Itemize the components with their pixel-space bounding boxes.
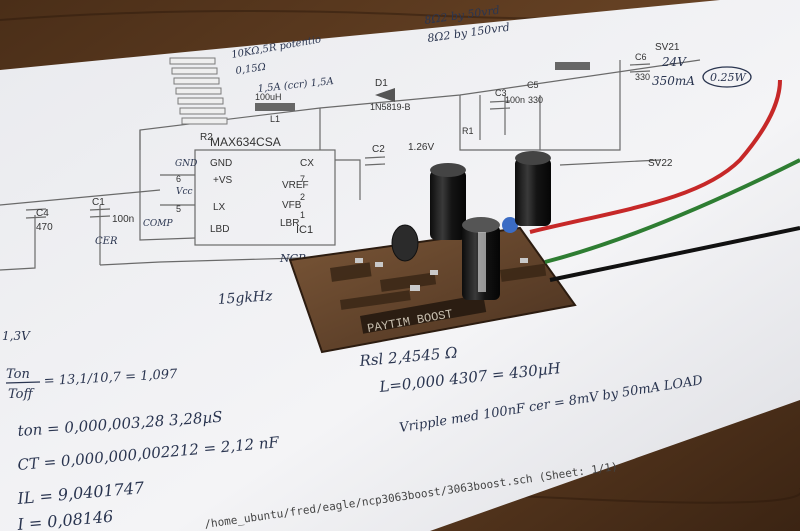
inductor-top: [555, 62, 590, 70]
blue-capacitor: [502, 217, 518, 233]
note-015: 0,15Ω: [235, 62, 267, 77]
wire-black: [549, 226, 800, 282]
pin-vfb: VFB: [282, 200, 302, 211]
note-vcc: Vcc: [176, 187, 193, 197]
label-d1: D1: [375, 78, 388, 89]
pin-num-6: 6: [176, 174, 181, 184]
pin-lbr: LBR: [280, 218, 299, 229]
pin-cx: CX: [300, 158, 314, 169]
label-c4: C4: [36, 208, 49, 219]
label-c4-val: 470: [36, 222, 53, 233]
label-c5: C5: [527, 80, 539, 90]
electrolytic-capacitor-front: [462, 217, 500, 300]
label-c2: C2: [372, 144, 385, 155]
note-toff: Toff: [8, 387, 35, 402]
wire-green: [544, 158, 800, 264]
inductor-l1: [255, 103, 295, 111]
label-r2: R2: [200, 132, 213, 143]
note-gnd: GND: [175, 159, 197, 169]
pin-num-1: 1: [300, 210, 305, 220]
diode-d1: [375, 88, 395, 102]
note-13v: 1,3V: [2, 329, 31, 343]
note-comp: COMP: [143, 219, 173, 229]
note-circled: 0.25W: [710, 71, 747, 84]
note-iout: 350mA: [652, 74, 695, 88]
label-c6: C6: [635, 52, 647, 62]
resistor-array: [169, 57, 228, 125]
label-c3: C3: [495, 88, 507, 98]
electrolytic-capacitor-right: [515, 151, 551, 226]
circle-mark: [702, 66, 752, 88]
pin-num-5: 5: [176, 204, 181, 214]
fraction-bar: [5, 381, 41, 384]
chip-name: MAX634CSA: [210, 135, 281, 149]
note-freq: 15gkHz: [217, 288, 273, 308]
note-vout: 24V: [661, 55, 687, 69]
pin-lbd: LBD: [210, 224, 229, 235]
note-ratio: = 13,1/10,7 = 1,097: [43, 367, 178, 389]
wire-red: [529, 79, 782, 234]
schematic-lines: [0, 59, 701, 271]
pin-vref: VREF: [282, 180, 309, 191]
label-sv21: SV21: [655, 42, 680, 53]
label-c6-val: 330: [635, 72, 650, 82]
pin-lx: LX: [213, 202, 226, 213]
pcb-label-plate: [360, 294, 487, 334]
chip-ref: IC1: [296, 224, 313, 236]
label-sv22: SV22: [648, 158, 673, 169]
inductor-toroid: [391, 224, 419, 262]
label-c5-val2: 330: [528, 95, 543, 105]
pin-gnd: GND: [210, 158, 232, 169]
note-cer-1: CER: [95, 236, 118, 247]
label-c1: C1: [92, 197, 105, 208]
pin-num-7: 7: [300, 174, 305, 184]
label-r1: R1: [462, 126, 474, 136]
pcb-traces: [330, 262, 547, 310]
label-l1-val: 100uH: [255, 92, 282, 102]
pin-vs: +VS: [213, 175, 233, 186]
pin-num-2: 2: [300, 192, 305, 202]
label-c5-val: 100n: [505, 95, 525, 105]
label-d1-part: 1N5819-B: [370, 102, 411, 112]
label-l1: L1: [270, 114, 280, 124]
label-c1-val: 100n: [112, 214, 134, 225]
electrolytic-capacitor-left: [430, 163, 466, 240]
note-ton: Ton: [6, 367, 30, 382]
label-126v: 1.26V: [408, 142, 434, 153]
small-components: [355, 258, 528, 291]
